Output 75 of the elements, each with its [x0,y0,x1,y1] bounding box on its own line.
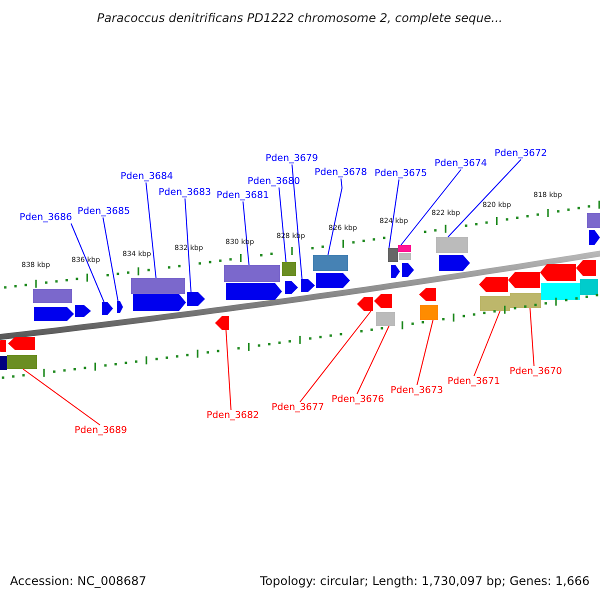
leader-line [328,178,342,256]
gene-block [508,272,540,288]
gene-bar [388,248,398,262]
chart-title: Paracoccus denitrificans PD1222 chromosome 2, complete seque... [97,12,503,24]
gene-bar [420,305,438,320]
gene-label: Pden_3686 [20,213,72,222]
gene-block [75,305,91,317]
leader-line [278,187,286,262]
gene-bar [376,312,395,326]
leader-line [474,310,500,376]
gene-bar [587,213,600,228]
gene-block [117,301,123,313]
gene-block [226,283,282,300]
gene-block [402,263,414,277]
gene-label: Pden_3679 [266,154,318,164]
gene-bar [510,293,541,308]
gene-block [187,292,205,306]
gene-label: Pden_3681 [216,191,270,200]
leader-line [146,182,156,278]
gene-bar [580,279,598,295]
gene-bar [480,296,510,311]
gene-label: Pden_3678 [314,168,368,178]
gene-label: Pden_3683 [158,188,212,198]
gene-block [0,340,6,352]
gene-block [479,277,508,292]
leader-line [530,308,534,366]
leader-line [400,169,462,246]
gene-block [589,230,600,245]
gene-block [391,265,400,278]
gene-label: Pden_3676 [332,395,384,404]
gene-block [374,294,392,308]
gene-bar [131,278,185,294]
gene-label: Pden_3689 [74,426,128,436]
gene-block [215,316,229,330]
leader-line [292,164,302,280]
gene-label: Pden_3675 [374,169,428,178]
gene-block [285,281,298,294]
leader-line [388,179,400,248]
gene-block [439,255,470,271]
leader-line [226,330,232,410]
gene-label: Pden_3685 [78,207,130,216]
gene-bar [33,289,72,303]
gene-label: Pden_3672 [494,149,548,158]
gene-label: Pden_3682 [206,411,260,420]
leader-line [22,368,100,426]
gene-label: Pden_3684 [120,172,174,182]
gene-bar [7,355,37,369]
gene-bar [399,253,411,260]
gene-bar [282,262,296,276]
gene-block [540,264,576,281]
leader-line [416,320,434,386]
gene-block [357,297,373,311]
gene-block [301,279,315,292]
gene-bar [224,265,280,282]
gene-block [102,302,113,315]
gene-bar [398,245,411,252]
leader-line [356,326,390,394]
leader-line [448,159,522,238]
gene-label: Pden_3670 [510,367,562,376]
gene-label: Pden_3671 [448,377,500,386]
gene-bar [313,255,348,271]
gene-block [8,337,35,350]
gene-label: Pden_3673 [390,386,444,396]
footer-text: Topology: circular; Length: 1,730,097 bp; Genes: 1,666 [260,575,590,587]
gene-block [419,288,436,301]
gene-bar [0,356,7,370]
footer-text: Accession: NC_008687 [10,575,146,587]
gene-block [576,260,596,276]
gene-label: Pden_3674 [434,159,488,168]
leader-line [184,198,192,292]
gene-bar [436,237,468,253]
leader-line [102,217,118,302]
gene-bar [541,283,580,300]
leader-line [70,223,104,302]
gene-label: Pden_3677 [272,403,324,412]
